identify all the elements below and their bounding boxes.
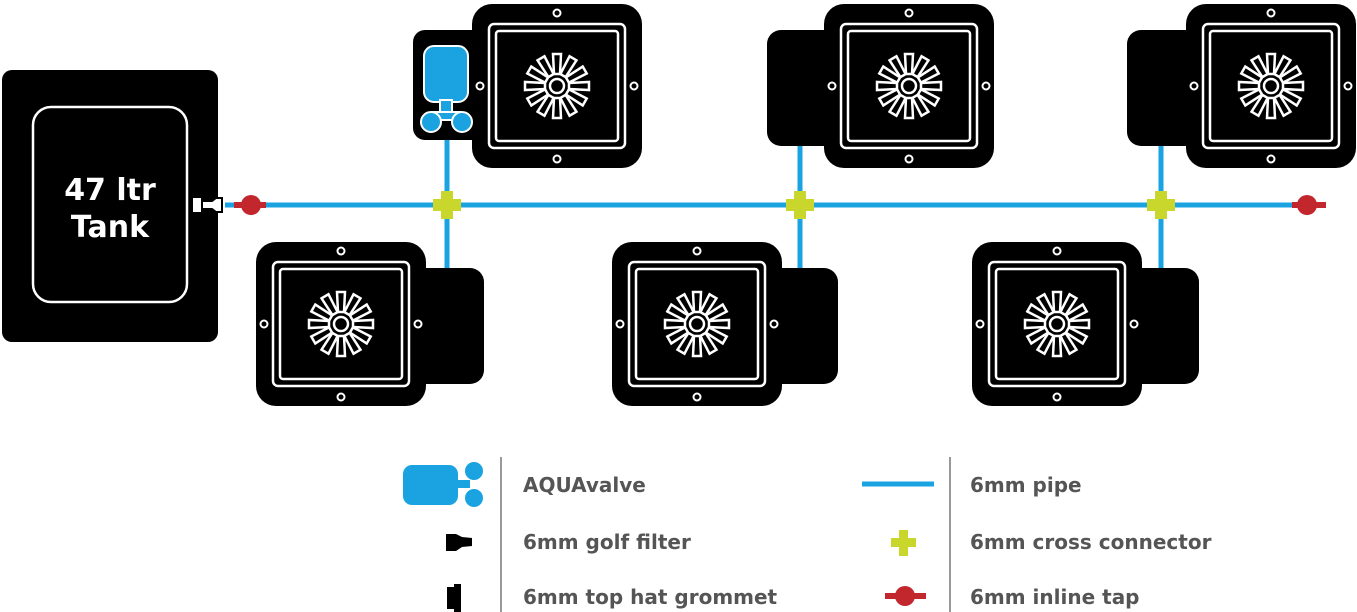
legend-label-top-hat-grommet: 6mm top hat grommet — [523, 585, 778, 609]
cross-connector-icon — [433, 191, 461, 219]
inline-tap-icon — [885, 586, 926, 606]
tank-label-line2: Tank — [71, 210, 150, 245]
cross-connector-icon — [891, 530, 916, 556]
golf-filter-icon — [446, 534, 472, 551]
tank-outlet-fittings — [191, 196, 223, 214]
cross-connector-icon — [786, 191, 814, 219]
legend-label-pipe: 6mm pipe — [970, 473, 1082, 497]
legend-label-aquavalve: AQUAvalve — [523, 473, 646, 497]
inline-tap-icon — [234, 195, 266, 215]
pot-bottom-3 — [972, 242, 1199, 406]
inline-tap-icon — [1292, 195, 1326, 215]
legend: AQUAvalve 6mm golf filter 6mm top hat gr… — [403, 457, 1212, 612]
top-hat-grommet-icon — [447, 584, 461, 612]
aquavalve-icon — [420, 45, 473, 133]
pot-top-2 — [767, 4, 994, 168]
pot-bottom-2 — [612, 242, 838, 406]
legend-label-golf-filter: 6mm golf filter — [523, 530, 691, 554]
legend-label-inline-tap: 6mm inline tap — [970, 585, 1140, 609]
tank-label-line1: 47 ltr — [64, 173, 156, 208]
golf-filter-icon — [201, 197, 223, 213]
pot-bottom-1 — [256, 242, 484, 406]
legend-label-cross-connector: 6mm cross connector — [970, 530, 1212, 554]
cross-connector-icon — [1147, 191, 1175, 219]
pot-top-3 — [1127, 4, 1356, 168]
aquavalve-icon — [403, 462, 483, 507]
tank: 47 ltr Tank — [2, 70, 218, 342]
top-hat-grommet-icon — [191, 196, 203, 214]
